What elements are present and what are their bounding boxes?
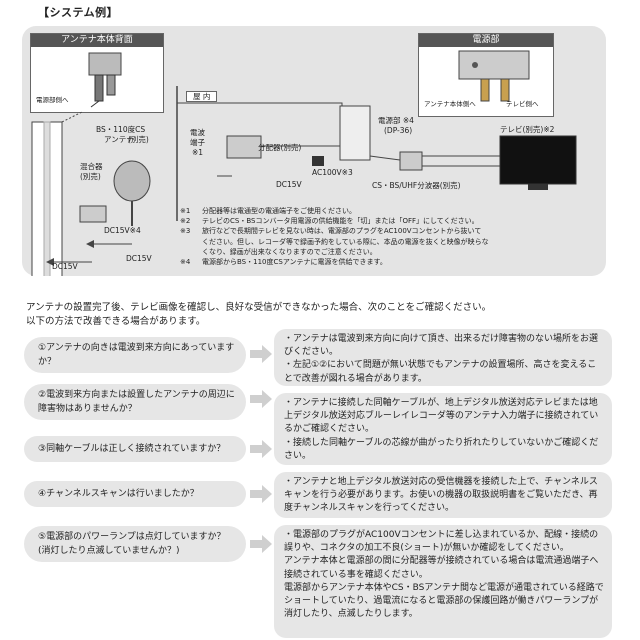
answer-2: ・アンテナに接続した同軸ケーブルが、地上デジタル放送対応テレビまたは地上デジタル… [274,393,612,465]
power-top-right-label: テレビ側へ [506,100,539,108]
question-5: ⑤電源部のパワーランプは点灯していますか？(消灯したり点滅していませんか？) [24,526,246,562]
power-unit-inset: 電源部 [418,33,554,117]
question-4: ④チャンネルスキャンは行いましたか？ [24,481,246,507]
uhf-splitter-label: CS・BS/UHF分波器(別売) [372,181,461,190]
bs-antenna-label-3: (別売) [128,135,149,144]
bs-antenna-label-1: BS・110度CS [96,125,146,134]
mixer-label-2: (別売) [80,172,101,181]
power-unit-drawing [458,50,530,102]
tv-label: テレビ(別売)※2 [500,125,555,134]
wiring-diagram [31,86,577,276]
dc15v-left-label: DC15V [52,262,78,271]
page-title: 【システム例】 [38,6,119,19]
antenna-back-inset: アンテナ本体背面 [30,33,164,113]
splitter-label: 分配器(別売) [258,143,302,152]
antenna-back-label: 電源部側へ [36,96,69,104]
wall-terminal-label-2: 端子 [190,138,205,147]
intro-text: アンテナの設置完了後、テレビ画像を確認し、良好な受信ができなかった場合、次のこと… [26,302,492,327]
question-2: ②電波到来方向または設置したアンテナの周辺に障害物はありませんか？ [24,384,246,420]
question-3: ③同軸ケーブルは正しく接続されていますか？ [24,436,246,462]
power-unit-label-2: (DP-36) [384,126,413,135]
dc15v-bottom-label: DC15V [126,254,152,263]
dc15v-4-label: DC15V※4 [104,226,141,235]
answer-4: ・電源部のプラグがAC100Vコンセントに差し込まれているか、配線・接続の誤りや… [274,525,612,638]
dc15v-mid-label: DC15V [276,180,302,189]
answer-3: ・アンテナと地上デジタル放送対応の受信機器を接続した上で、チャンネルスキャンを行… [274,472,612,518]
wall-terminal-label-3: ※1 [192,148,204,157]
power-unit-label-1: 電源部 ※4 [378,116,414,125]
indoor-label: 屋 内 [186,91,218,102]
power-top-left-label: アンテナ本体側へ [424,100,476,108]
answer-1: ・アンテナは電波到来方向に向けて頂き、出来るだけ障害物のない場所をお選びください… [274,329,612,386]
antenna-back-header: アンテナ本体背面 [31,34,163,47]
mixer-label-1: 混合器 [80,162,103,171]
antenna-back-drawing [88,52,122,108]
bs-antenna-label-2: アンテナ [104,135,134,144]
wall-terminal-label-1: 電波 [190,128,205,137]
power-header: 電源部 [419,34,553,47]
ac100v-label: AC100V※3 [312,168,353,177]
question-1: ①アンテナの向きは電波到来方向にあっていますか？ [24,337,246,373]
